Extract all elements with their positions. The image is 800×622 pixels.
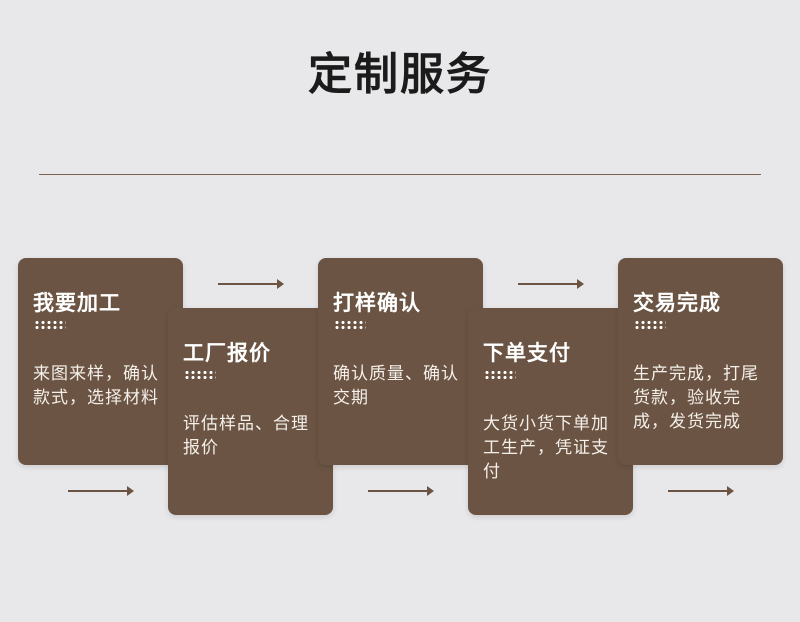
step-description: 大货小货下单加工生产，凭证支付	[483, 414, 609, 482]
step-card-2: 工厂报价 评估样品、合理报价	[168, 308, 333, 515]
right-arrow-icon	[368, 486, 434, 496]
step-description: 来图来样，确认款式，选择材料	[33, 364, 159, 408]
page-title: 定制服务	[308, 49, 492, 100]
step-description: 评估样品、合理报价	[183, 414, 309, 458]
step-card-5: 交易完成 生产完成，打尾货款，验收完成，发货完成	[618, 258, 783, 465]
dot-grid-icon	[34, 320, 66, 330]
step-title: 我要加工	[33, 291, 121, 315]
dot-grid-icon	[484, 370, 516, 380]
right-arrow-icon	[668, 486, 734, 496]
step-title: 下单支付	[483, 341, 571, 365]
right-arrow-icon	[218, 279, 284, 289]
step-title: 打样确认	[333, 291, 421, 315]
step-card-4: 下单支付 大货小货下单加工生产，凭证支付	[468, 308, 633, 515]
step-card-3: 打样确认 确认质量、确认交期	[318, 258, 483, 465]
step-card-1: 我要加工 来图来样，确认款式，选择材料	[18, 258, 183, 465]
divider	[39, 174, 761, 175]
right-arrow-icon	[518, 279, 584, 289]
dot-grid-icon	[184, 370, 216, 380]
dot-grid-icon	[634, 320, 666, 330]
step-description: 确认质量、确认交期	[333, 364, 459, 408]
step-description: 生产完成，打尾货款，验收完成，发货完成	[633, 364, 759, 432]
dot-grid-icon	[334, 320, 366, 330]
step-title: 交易完成	[633, 291, 721, 315]
right-arrow-icon	[68, 486, 134, 496]
step-title: 工厂报价	[183, 341, 271, 365]
